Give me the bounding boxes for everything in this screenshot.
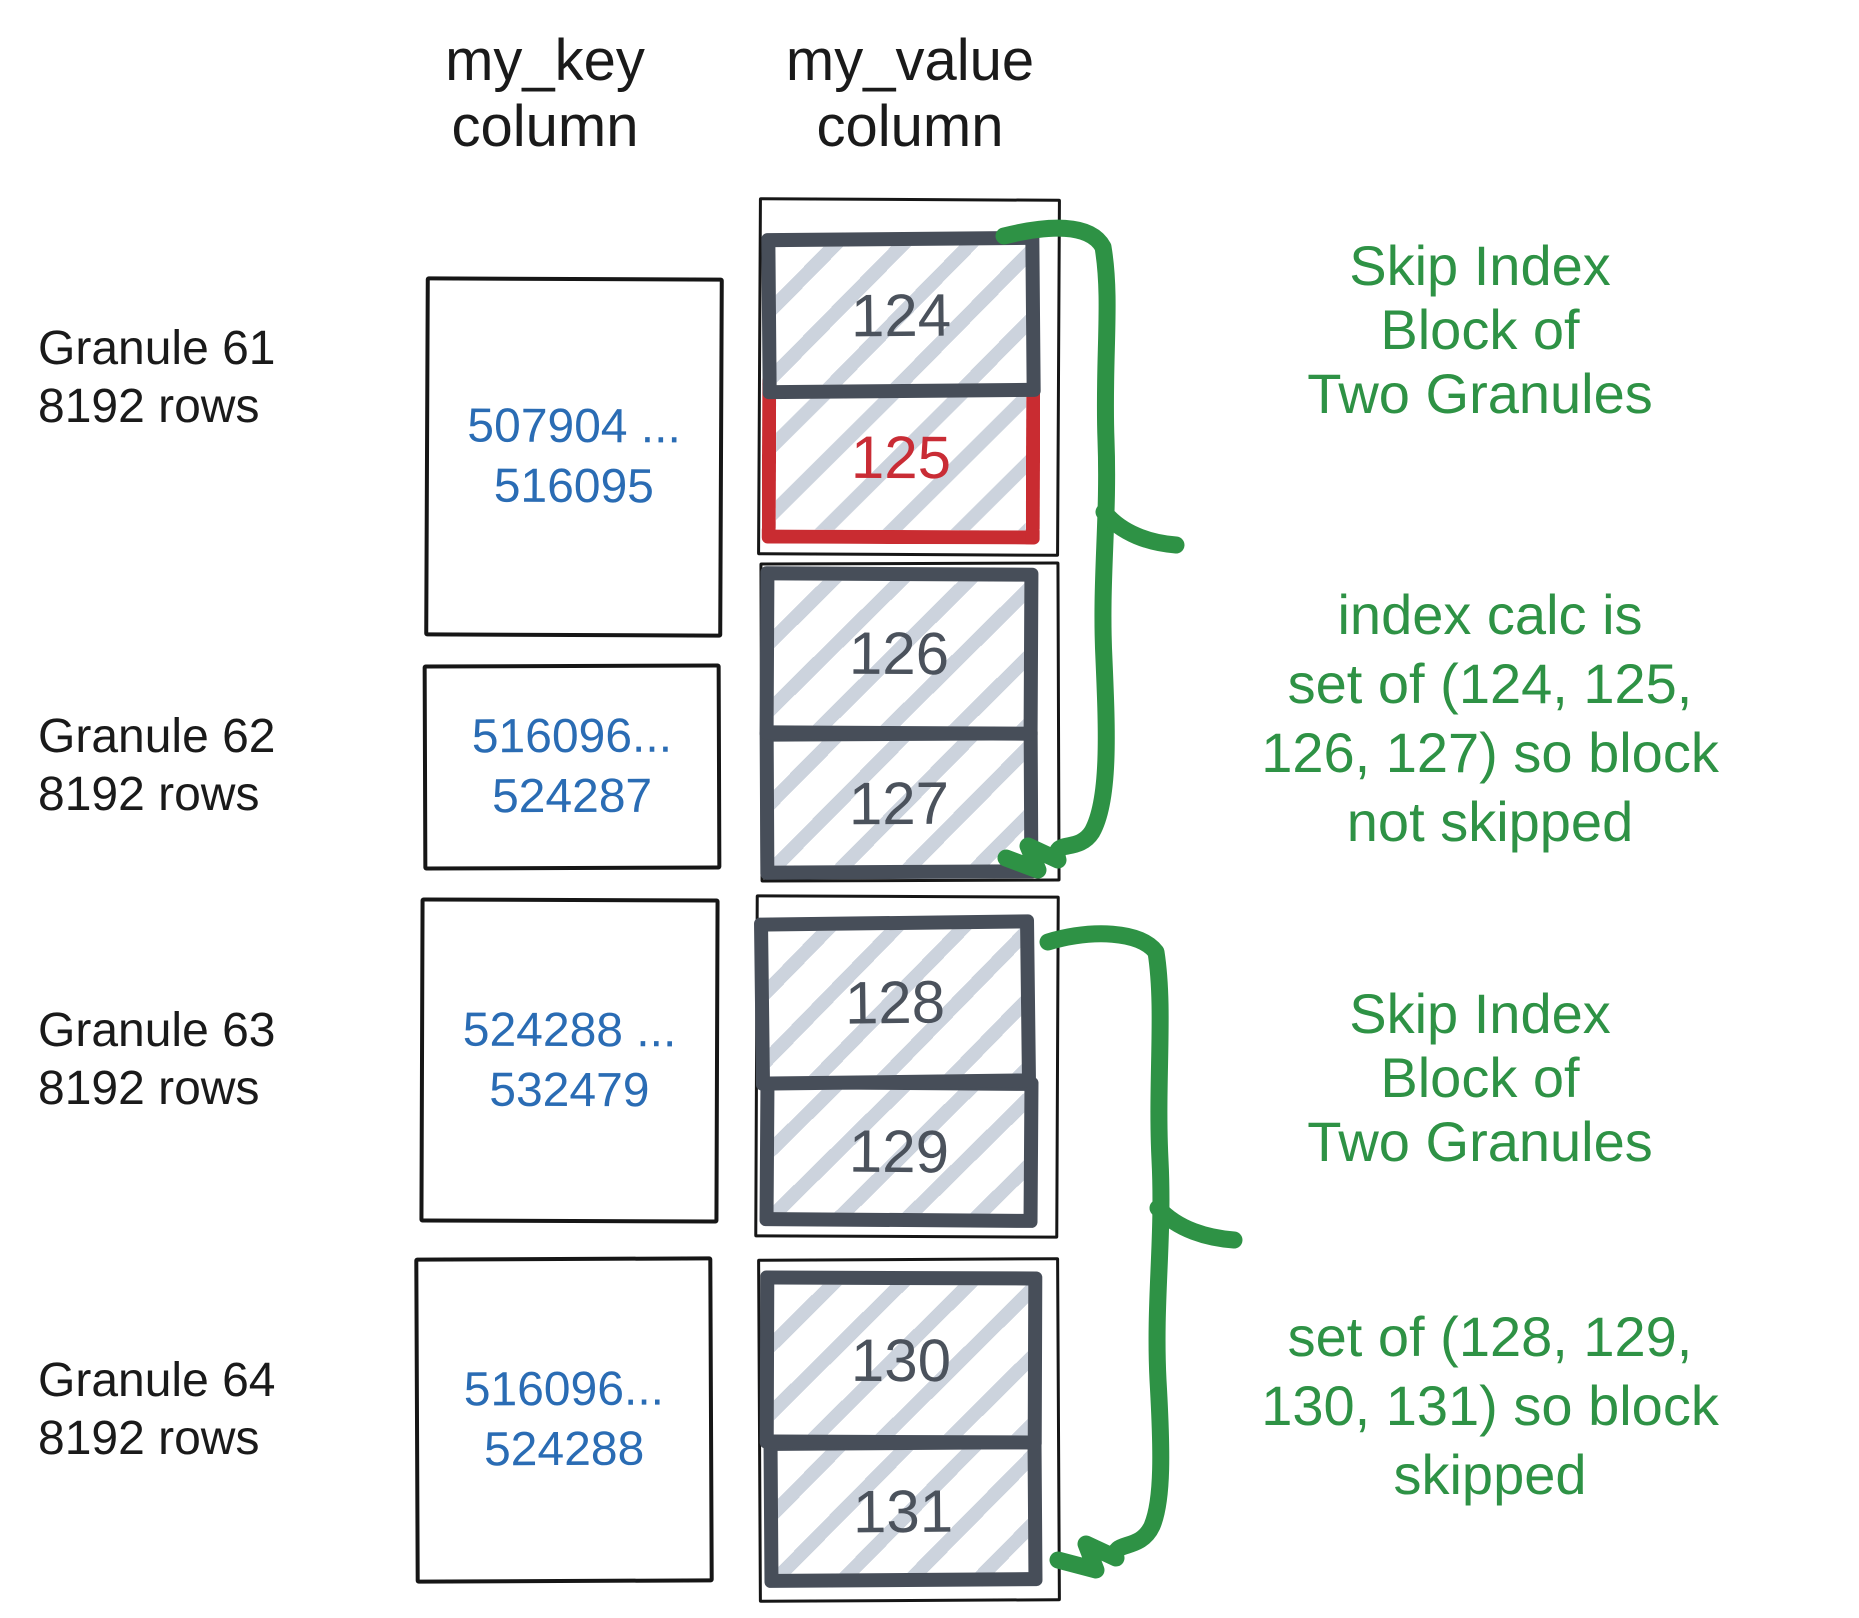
value-block-number: 131	[852, 1477, 954, 1546]
granule-rows: 8192 rows	[38, 380, 260, 433]
annotation-line: Two Granules	[1307, 1110, 1653, 1173]
granule-name: Granule 63	[38, 1004, 276, 1057]
bracket-tick-1	[1095, 503, 1185, 554]
key-range: 516096... 524288	[464, 1360, 665, 1481]
key-range-min: 516096...	[463, 1362, 665, 1417]
granule-label-64: Granule 64 8192 rows	[38, 1352, 276, 1468]
value-block-number: 126	[848, 619, 950, 688]
key-range-max: 524288	[483, 1422, 645, 1477]
granule-name: Granule 61	[38, 322, 276, 375]
annotation-line: not skipped	[1346, 790, 1634, 853]
header-line: my_key	[445, 28, 645, 93]
annotation-index-calc-not-skipped: index calc is set of (124, 125, 126, 127…	[1130, 580, 1850, 856]
key-box-granule-63: 524288 ... 532479	[419, 897, 720, 1224]
annotation-line: 130, 131) so block	[1261, 1374, 1719, 1437]
annotation-line: Skip Index	[1349, 982, 1611, 1045]
key-box-granule-62: 516096... 524287	[422, 663, 722, 871]
annotation-line: Block of	[1380, 298, 1580, 361]
annotation-line: Skip Index	[1349, 234, 1611, 297]
annotation-skip-index-block-1: Skip Index Block of Two Granules	[1160, 234, 1800, 426]
key-range: 507904 ... 516095	[467, 397, 681, 518]
header-line: my_value	[785, 28, 1035, 93]
annotation-line: 126, 127) so block	[1261, 721, 1719, 784]
value-block-131: 131	[763, 1435, 1043, 1588]
value-block-124: 124	[761, 230, 1041, 400]
value-block-128: 128	[753, 914, 1037, 1091]
granule-name: Granule 64	[38, 1354, 276, 1407]
key-box-granule-64: 516096... 524288	[414, 1256, 714, 1584]
value-block-number: 130	[850, 1326, 952, 1394]
annotation-line: skipped	[1393, 1443, 1587, 1506]
granule-label-62: Granule 62 8192 rows	[38, 708, 276, 824]
granule-label-61: Granule 61 8192 rows	[38, 320, 276, 436]
annotation-line: Two Granules	[1307, 362, 1653, 425]
annotation-line: set of (124, 125,	[1287, 652, 1693, 715]
bracket-tick-2	[1149, 1199, 1243, 1249]
granule-rows: 8192 rows	[38, 1412, 260, 1465]
header-line: column	[816, 94, 1004, 159]
key-column-header: my_key column	[388, 28, 702, 160]
key-range: 524288 ... 532479	[463, 1000, 677, 1121]
annotation-skip-index-block-2: Skip Index Block of Two Granules	[1160, 982, 1800, 1174]
key-range-max: 516095	[493, 459, 655, 514]
key-box-granule-61: 507904 ... 516095	[424, 276, 724, 638]
value-block-129: 129	[759, 1075, 1039, 1228]
granule-label-63: Granule 63 8192 rows	[38, 1002, 276, 1118]
key-range-max: 524287	[491, 769, 653, 824]
annotation-block-skipped: set of (128, 129, 130, 131) so block ski…	[1130, 1302, 1850, 1509]
value-block-127: 127	[759, 726, 1039, 880]
key-range-min: 524288 ...	[462, 1003, 677, 1057]
value-column-header: my_value column	[748, 28, 1072, 160]
header-line: column	[451, 94, 639, 159]
key-range-max: 532479	[489, 1063, 650, 1117]
key-range-min: 516096...	[471, 709, 673, 764]
value-block-number: 129	[848, 1117, 950, 1186]
key-range: 516096... 524287	[472, 707, 673, 828]
granule-rows: 8192 rows	[38, 1062, 260, 1115]
value-block-number: 127	[848, 769, 950, 837]
value-block-125-highlighted: 125	[761, 374, 1041, 545]
value-block-126: 126	[759, 566, 1039, 741]
value-block-130: 130	[759, 1270, 1043, 1450]
value-block-number: 124	[850, 281, 952, 349]
annotation-line: index calc is	[1337, 583, 1643, 646]
annotation-line: Block of	[1380, 1046, 1580, 1109]
key-range-min: 507904 ...	[467, 399, 681, 454]
granule-name: Granule 62	[38, 710, 276, 763]
value-block-number: 128	[844, 968, 946, 1037]
granule-rows: 8192 rows	[38, 768, 260, 821]
value-block-number: 125	[850, 423, 952, 492]
annotation-line: set of (128, 129,	[1287, 1305, 1693, 1368]
